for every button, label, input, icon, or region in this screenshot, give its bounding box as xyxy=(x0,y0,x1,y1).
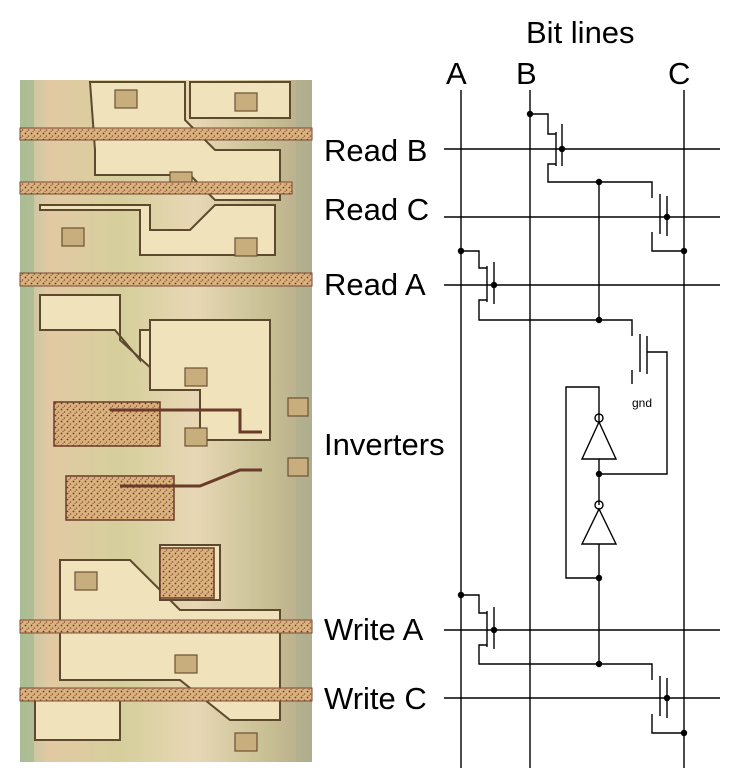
internal-wiring xyxy=(461,113,684,734)
read-a-label: Read A xyxy=(324,267,426,302)
bit-line-a-label: A xyxy=(446,56,467,91)
write-c-label: Write C xyxy=(324,681,427,716)
bit-lines-title: Bit lines xyxy=(526,15,635,50)
bit-line-c-label: C xyxy=(668,56,690,91)
gnd-label: gnd xyxy=(632,396,652,410)
write-a-label: Write A xyxy=(324,612,424,647)
word-lines xyxy=(444,148,720,699)
junction-dots xyxy=(457,110,688,737)
inverters-label: Inverters xyxy=(324,427,445,462)
read-c-label: Read C xyxy=(324,192,429,227)
die-photo xyxy=(19,80,313,762)
read-b-label: Read B xyxy=(324,133,427,168)
bit-line-b-label: B xyxy=(516,56,537,91)
inverter-top xyxy=(580,413,618,460)
inverter-bottom xyxy=(580,500,618,545)
